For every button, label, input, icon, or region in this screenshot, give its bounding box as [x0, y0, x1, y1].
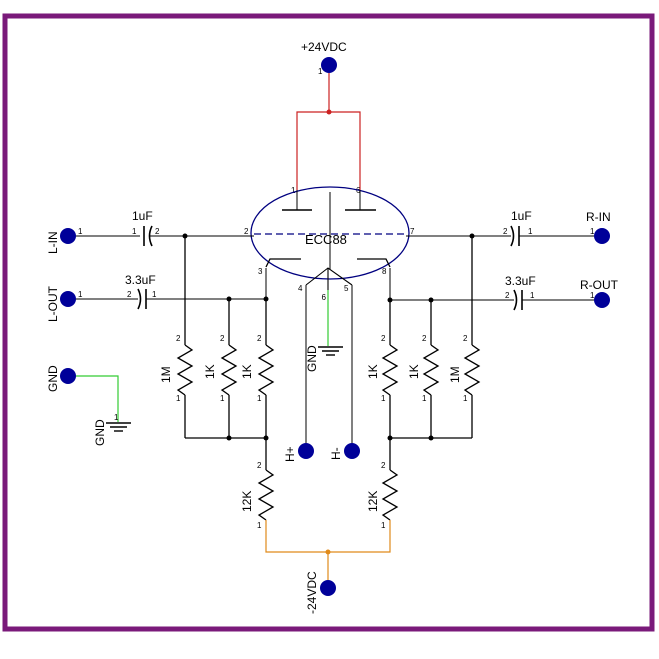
svg-text:1: 1 — [318, 67, 323, 76]
svg-text:3: 3 — [258, 267, 263, 276]
left-output: L-OUT 1 3.3uF 2 1 3 — [46, 267, 269, 322]
left-resistors — [176, 236, 275, 470]
svg-text:2: 2 — [257, 334, 262, 343]
l-out-label: L-OUT — [46, 285, 60, 322]
heater-pos-label: H+ — [283, 446, 297, 462]
r-out-label: R-OUT — [580, 278, 619, 292]
svg-text:2: 2 — [381, 334, 386, 343]
svg-text:1: 1 — [257, 521, 262, 530]
svg-text:7: 7 — [410, 227, 415, 236]
svg-text:1: 1 — [528, 227, 533, 236]
svg-text:1: 1 — [114, 413, 119, 422]
supply-neg: -24VDC — [265, 520, 391, 614]
svg-text:2: 2 — [127, 290, 132, 299]
gnd-label: GND — [46, 365, 60, 392]
left-input: L-IN 1 1uF 1 2 2 — [46, 209, 254, 254]
heater-pos-pad[interactable] — [298, 443, 314, 459]
svg-text:1: 1 — [463, 394, 468, 403]
svg-text:1K: 1K — [407, 364, 421, 379]
svg-text:1K: 1K — [366, 364, 380, 379]
right-resistor-labels: 1K 1K 1M 2 1 2 1 2 1 — [366, 334, 468, 441]
svg-text:1: 1 — [590, 227, 595, 236]
svg-text:1: 1 — [132, 227, 137, 236]
l-out-pad[interactable] — [60, 291, 76, 307]
svg-text:1: 1 — [381, 521, 386, 530]
cap-r-out — [513, 289, 523, 311]
svg-text:1K: 1K — [240, 364, 254, 379]
svg-text:1uF: 1uF — [511, 209, 532, 223]
right-resistors — [381, 236, 481, 470]
r-out-pad[interactable] — [594, 292, 610, 308]
tube-envelope — [250, 186, 410, 280]
supply-pos-junction — [326, 109, 332, 115]
heater-neg-label: H- — [329, 447, 343, 460]
svg-text:3.3uF: 3.3uF — [505, 274, 536, 288]
svg-text:GND: GND — [93, 419, 107, 446]
gnd-pad[interactable] — [60, 368, 76, 384]
right-output: R-OUT 1 8 3.3uF 2 1 — [382, 267, 619, 311]
svg-text:1: 1 — [220, 394, 225, 403]
svg-text:1: 1 — [78, 227, 83, 236]
r-in-pad[interactable] — [594, 228, 610, 244]
r-in-label: R-IN — [586, 210, 611, 224]
tube-ecc88: ECC88 — [250, 186, 410, 290]
svg-text:1M: 1M — [159, 366, 173, 383]
svg-text:12K: 12K — [240, 491, 254, 512]
svg-text:1: 1 — [422, 394, 427, 403]
heater-neg-pad[interactable] — [344, 443, 360, 459]
svg-text:2: 2 — [463, 334, 468, 343]
left-resistor-labels: 1M 1K 1K 2 1 2 1 2 1 — [159, 334, 269, 441]
tail-resistors — [257, 469, 399, 521]
tube-label: ECC88 — [305, 232, 347, 247]
svg-text:1: 1 — [381, 394, 386, 403]
svg-text:1: 1 — [78, 290, 83, 299]
svg-text:9: 9 — [321, 292, 326, 301]
sheet-border — [2, 13, 655, 632]
svg-text:1: 1 — [152, 290, 157, 299]
svg-text:1uF: 1uF — [132, 209, 153, 223]
svg-text:1: 1 — [176, 394, 181, 403]
l-in-label: L-IN — [46, 231, 60, 254]
supply-pos: +24VDC 1 1 6 — [291, 40, 361, 195]
cap-l-in — [143, 225, 153, 247]
svg-text:3.3uF: 3.3uF — [125, 273, 156, 287]
right-input: R-IN 1 7 1uF 2 1 — [406, 209, 611, 247]
supply-pos-pad[interactable] — [321, 57, 337, 73]
svg-text:1: 1 — [530, 291, 535, 300]
svg-text:2: 2 — [422, 334, 427, 343]
svg-text:2: 2 — [244, 227, 249, 236]
svg-text:1: 1 — [291, 186, 296, 195]
supply-pos-label: +24VDC — [301, 40, 347, 54]
supply-neg-pad[interactable] — [320, 580, 336, 596]
center-gnd: 9 GND — [305, 290, 343, 372]
svg-text:4: 4 — [298, 284, 303, 293]
heater: 4 5 H+ H- — [283, 284, 360, 462]
svg-text:2: 2 — [503, 227, 508, 236]
cap-l-out — [137, 288, 147, 310]
svg-text:2: 2 — [505, 291, 510, 300]
svg-text:2: 2 — [381, 461, 386, 470]
svg-text:1K: 1K — [203, 364, 217, 379]
svg-text:12K: 12K — [366, 491, 380, 512]
svg-text:1M: 1M — [448, 366, 462, 383]
supply-neg-label: -24VDC — [305, 571, 319, 614]
tail-labels: 12K 12K 2 1 2 1 — [240, 461, 386, 530]
svg-text:1: 1 — [590, 291, 595, 300]
svg-text:2: 2 — [257, 461, 262, 470]
svg-text:5: 5 — [344, 284, 349, 293]
gnd-connector: GND 1 GND — [46, 365, 131, 446]
svg-text:2: 2 — [176, 334, 181, 343]
svg-text:1: 1 — [257, 394, 262, 403]
svg-text:8: 8 — [382, 267, 387, 276]
svg-text:GND: GND — [305, 345, 319, 372]
l-in-pad[interactable] — [60, 228, 76, 244]
svg-text:2: 2 — [220, 334, 225, 343]
cap-r-in — [510, 225, 520, 247]
svg-text:2: 2 — [155, 227, 160, 236]
